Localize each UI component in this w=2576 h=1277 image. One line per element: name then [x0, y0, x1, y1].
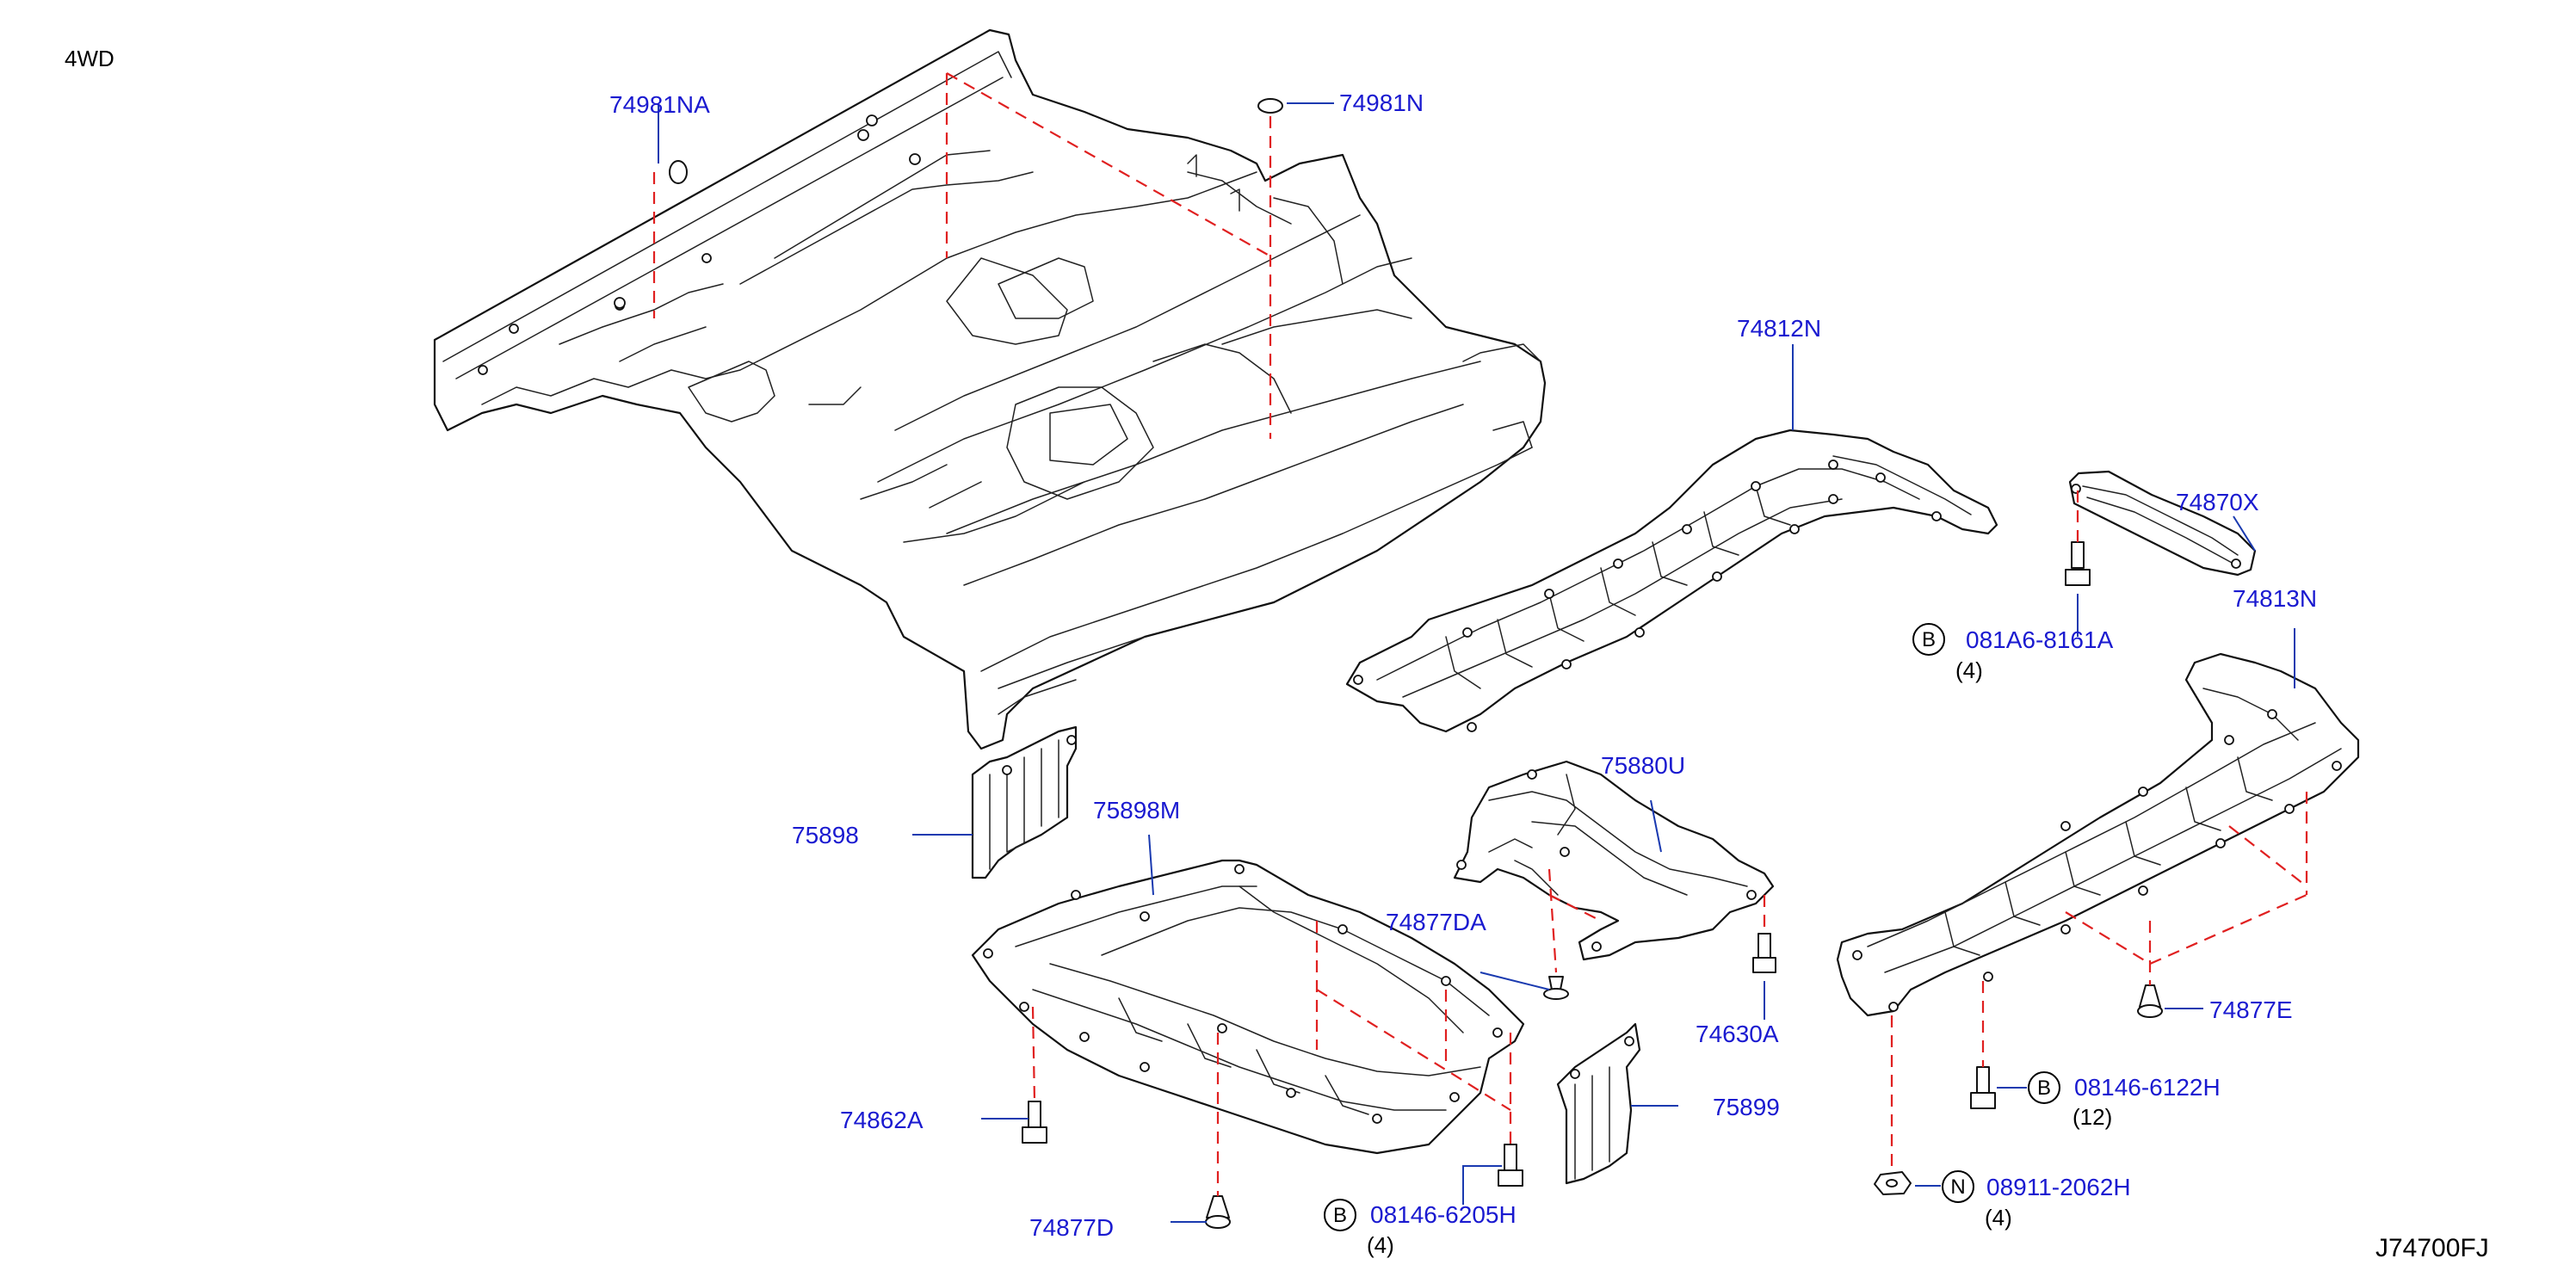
bolt-081a6-icon: [2065, 541, 2091, 586]
74812n-cover-drawing: [1345, 429, 1998, 733]
n-marker-08911: N: [1942, 1170, 1974, 1203]
b-marker-081a6: B: [1912, 623, 1945, 656]
clip-74877d-icon: [1205, 1195, 1231, 1229]
75898m-cover-drawing: [971, 859, 1525, 1155]
label-75880u[interactable]: 75880U: [1601, 752, 1686, 779]
label-75898m[interactable]: 75898M: [1093, 797, 1181, 824]
bolt-08146-6122h-icon: [1970, 1066, 1996, 1109]
label-75899[interactable]: 75899: [1713, 1094, 1780, 1120]
bolt-74862a-icon: [1022, 1101, 1047, 1144]
bolt-74630a-icon: [1752, 933, 1776, 973]
leader-lines: [658, 102, 2295, 1223]
label-74813n[interactable]: 74813N: [2233, 585, 2318, 612]
label-081a6-8161a[interactable]: 081A6-8161A: [1966, 626, 2114, 653]
b-marker-6122h: B: [2028, 1071, 2060, 1104]
clip-74877e-icon: [2137, 984, 2163, 1018]
label-74981na[interactable]: 74981NA: [609, 91, 710, 118]
label-74630a[interactable]: 74630A: [1696, 1021, 1779, 1047]
diagram-code: J74700FJ: [2375, 1234, 2489, 1262]
quantity-081a6: (4): [1955, 657, 1983, 683]
label-74877d[interactable]: 74877D: [1029, 1214, 1115, 1241]
label-08911-2062h[interactable]: 08911-2062H: [1986, 1174, 2131, 1200]
quantity-6122h: (12): [2073, 1104, 2113, 1130]
label-74877e[interactable]: 74877E: [2209, 996, 2293, 1023]
label-74862a[interactable]: 74862A: [840, 1107, 924, 1133]
b-marker-6205h: B: [1324, 1199, 1356, 1231]
74813n-cover-drawing: [1836, 652, 2360, 1017]
label-08146-6122h[interactable]: 08146-6122H: [2074, 1074, 2221, 1101]
75899-bracket-drawing: [1556, 1022, 1641, 1185]
label-75898[interactable]: 75898: [792, 822, 859, 848]
74870x-bracket-drawing: [2068, 470, 2257, 577]
alignment-lines: [652, 72, 2308, 1196]
clip-74877da-icon: [1543, 976, 1569, 1000]
diagram-title: 4WD: [65, 46, 114, 71]
label-08146-6205h[interactable]: 08146-6205H: [1370, 1201, 1517, 1228]
label-74812n[interactable]: 74812N: [1737, 315, 1822, 342]
nut-08911-2062h-icon: [1874, 1171, 1912, 1195]
label-74981n[interactable]: 74981N: [1339, 89, 1424, 116]
plug-74981na-icon: [669, 160, 688, 184]
75880u-cover-drawing: [1453, 760, 1775, 961]
fasteners: [669, 98, 2163, 1229]
quantity-6205h: (4): [1367, 1232, 1394, 1258]
floor-panel-drawing: [433, 28, 1547, 750]
quantity-08911: (4): [1985, 1205, 2012, 1231]
bolt-08146-6205h-icon: [1498, 1144, 1523, 1187]
label-74870x[interactable]: 74870X: [2176, 489, 2259, 515]
label-74877da[interactable]: 74877DA: [1386, 909, 1486, 935]
75898-bracket-drawing: [971, 725, 1078, 879]
plug-74981n-icon: [1257, 98, 1283, 114]
